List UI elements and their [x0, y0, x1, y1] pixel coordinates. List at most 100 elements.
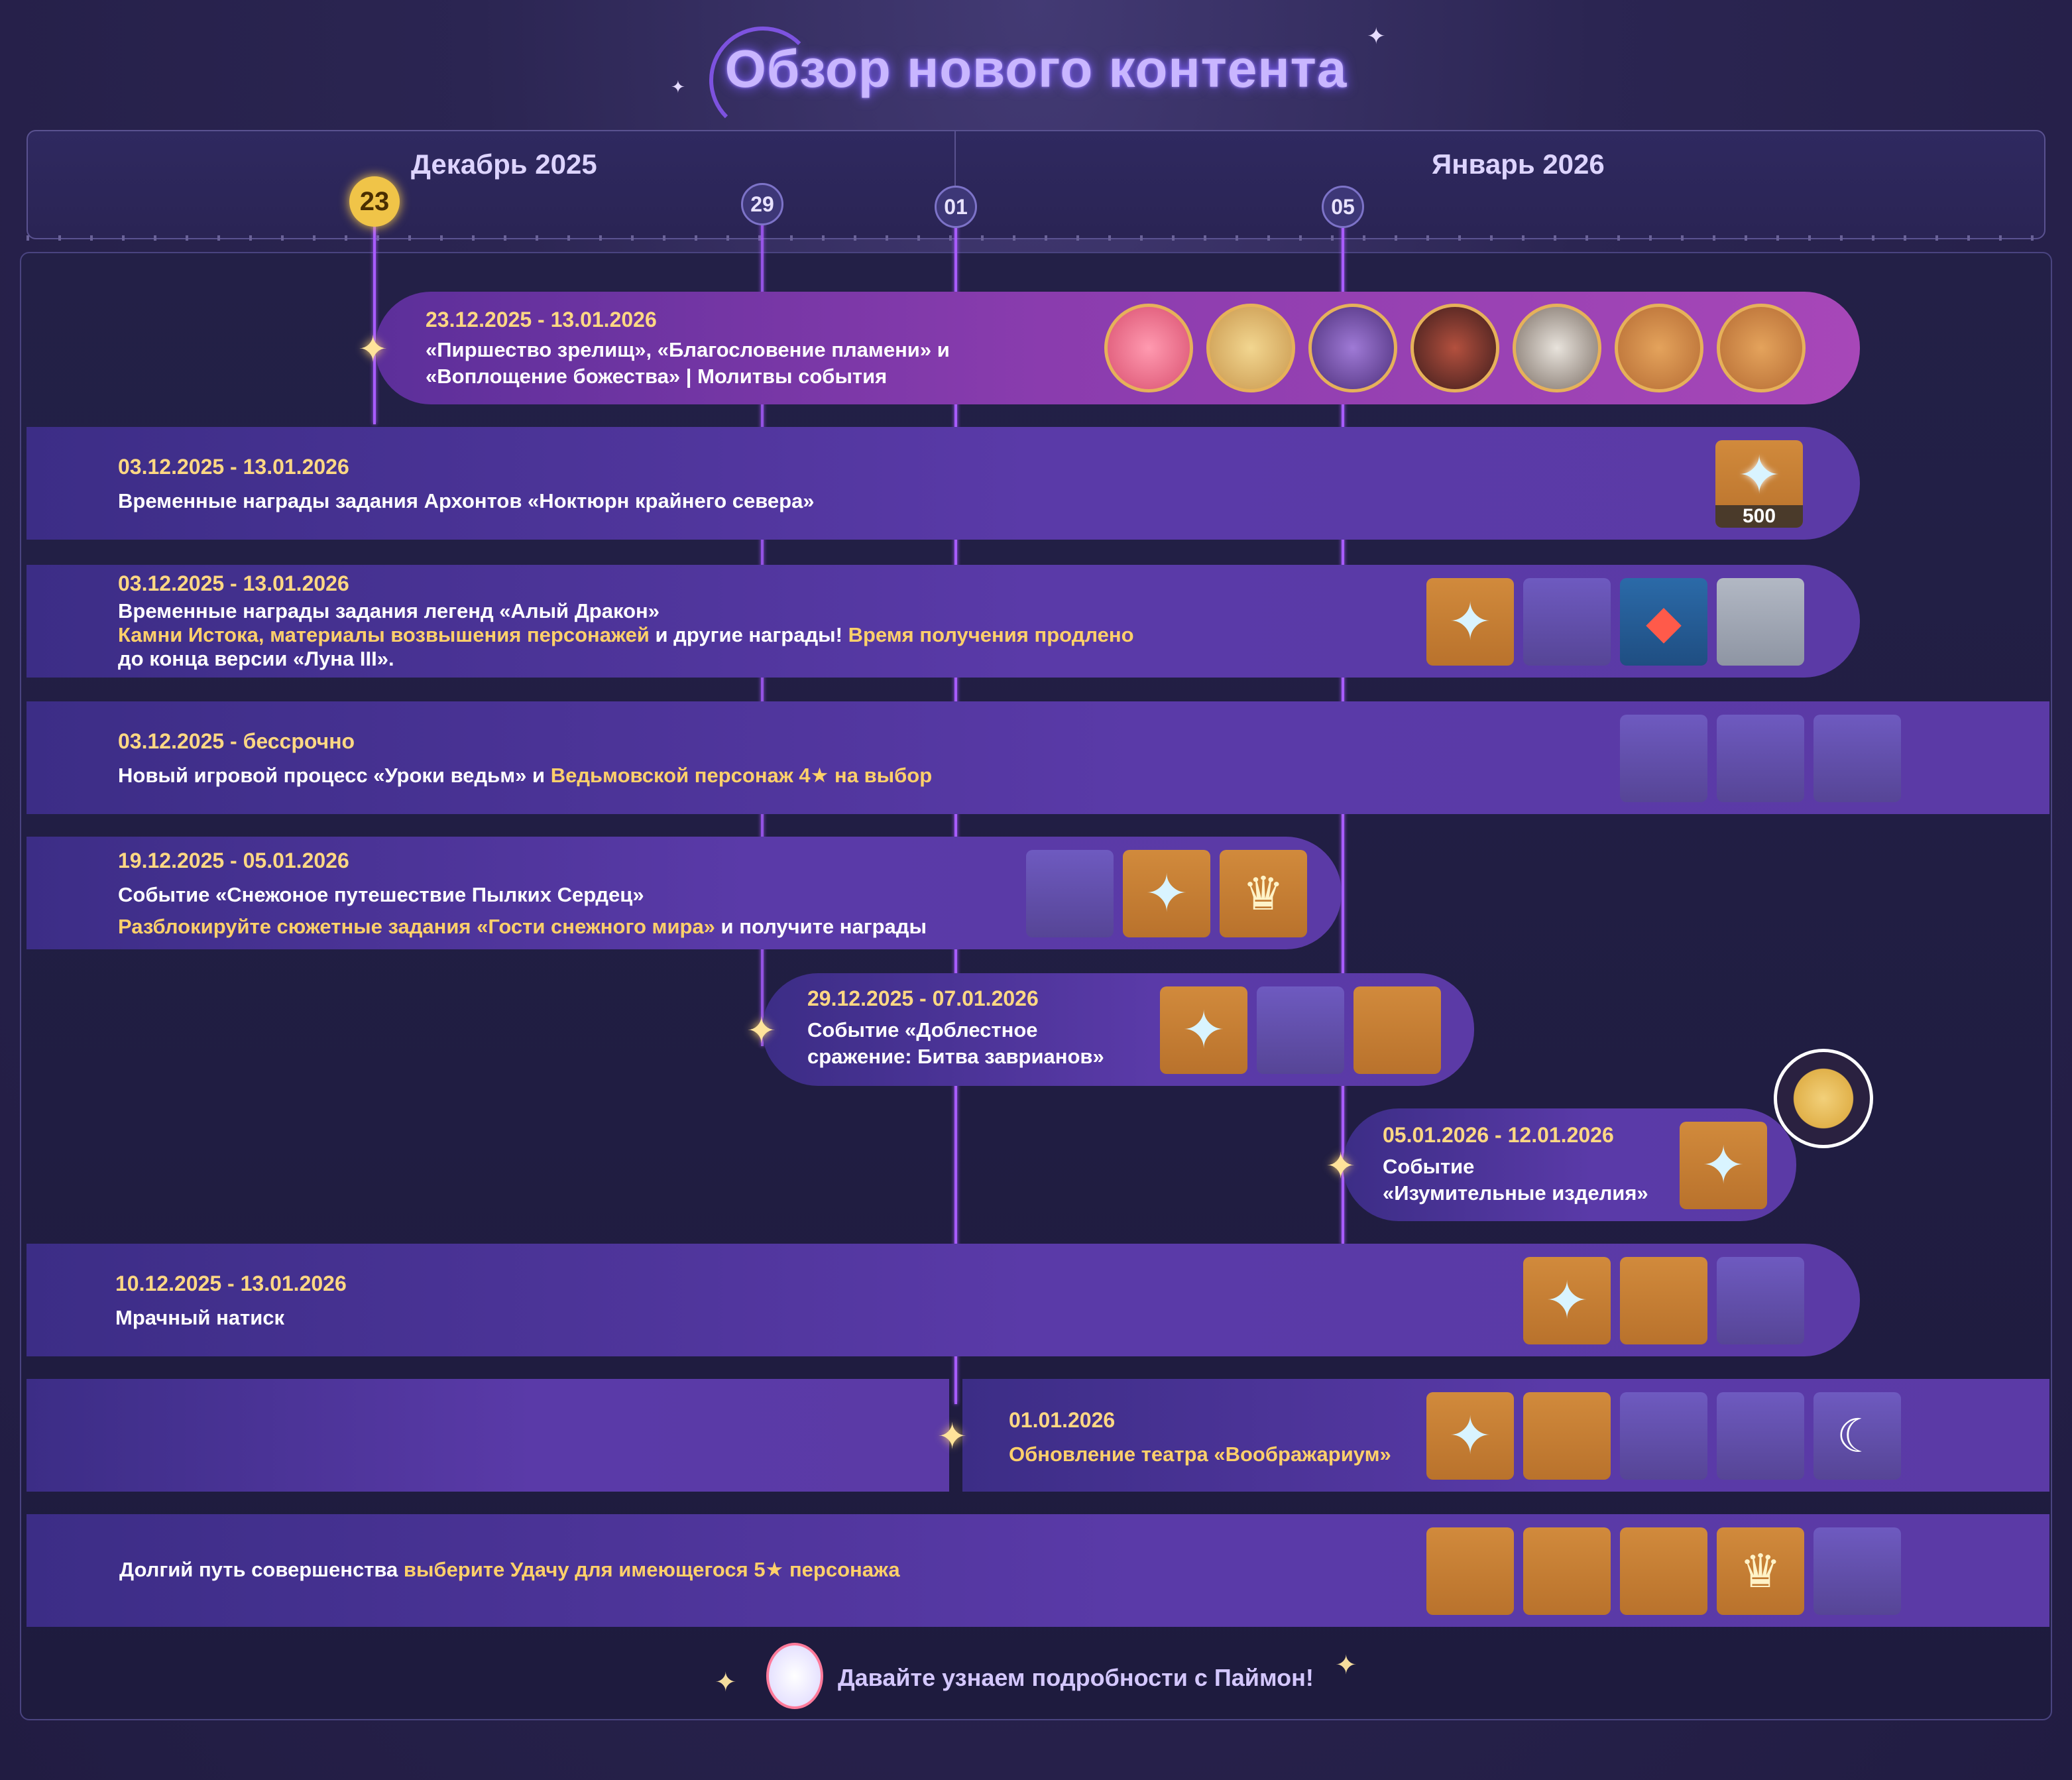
material-icon[interactable]: ◆ — [1620, 578, 1707, 666]
event-row[interactable]: Долгий путь совершенства выберите Удачу … — [27, 1514, 2049, 1627]
primogem-glyph-icon: ✦ — [1448, 592, 1492, 651]
material-icon[interactable] — [1620, 1257, 1707, 1344]
material-icon[interactable] — [1813, 1527, 1901, 1615]
highlight-text: Разблокируйте сюжетные задания «Гости сн… — [118, 915, 715, 938]
timeline-header — [27, 130, 2045, 239]
character-portrait-icon[interactable] — [1410, 304, 1499, 392]
crown-icon[interactable]: ♛ — [1717, 1527, 1804, 1615]
primogem-icon[interactable]: ✦ — [1523, 1257, 1611, 1344]
material-icon[interactable] — [1523, 1392, 1611, 1480]
event-row[interactable]: 23.12.2025 - 13.01.2026 «Пиршество зрели… — [375, 292, 1860, 404]
start-sparkle-icon: ✦ — [358, 329, 388, 369]
event-description: Обновление театра «Воображариум» — [1009, 1443, 1391, 1466]
timeline-line-23 — [373, 225, 376, 424]
event-row[interactable]: 01.01.2026 Обновление театра «Воображари… — [962, 1379, 2049, 1492]
highlight-text: Время получения продлено — [848, 623, 1134, 646]
material-icon[interactable] — [1620, 1527, 1707, 1615]
event-text-line: до конца версии «Луна III». — [118, 647, 394, 670]
event-text-line: Событие «Доблестное — [807, 1018, 1038, 1041]
material-icon[interactable] — [1426, 1527, 1514, 1615]
primogem-icon[interactable]: ✦ — [1680, 1122, 1767, 1209]
event-description: «Пиршество зрелищ», «Благословение пламе… — [426, 337, 950, 390]
moon-icon[interactable]: ☾ — [1813, 1392, 1901, 1480]
primogem-icon[interactable]: ✦ — [1426, 1392, 1514, 1480]
event-date: 03.12.2025 - 13.01.2026 — [118, 571, 349, 595]
crown-glyph-icon: ♛ — [1242, 868, 1285, 920]
date-marker: 05 — [1322, 186, 1364, 228]
character-portrait-icon[interactable] — [1513, 304, 1601, 392]
primogem-glyph-icon: ✦ — [1182, 1000, 1226, 1059]
weapon-icon[interactable] — [1717, 304, 1806, 392]
material-icon[interactable] — [1353, 986, 1441, 1074]
event-description: Долгий путь совершенства выберите Удачу … — [119, 1557, 900, 1583]
page-title: Обзор нового контента — [724, 39, 1348, 98]
primogem-glyph-icon: ✦ — [1701, 1136, 1745, 1195]
primogem-icon[interactable]: ✦ — [1123, 850, 1210, 937]
primogem-icon[interactable]: ✦ 500 — [1715, 440, 1803, 528]
event-text-line: «Изумительные изделия» — [1383, 1181, 1648, 1205]
material-icon[interactable] — [1523, 578, 1611, 666]
event-date: 03.12.2025 - 13.01.2026 — [118, 455, 349, 479]
month-divider — [954, 131, 956, 237]
event-text: и другие награды! — [649, 623, 848, 646]
event-date: 03.12.2025 - бессрочно — [118, 729, 355, 753]
event-row[interactable]: 03.12.2025 - 13.01.2026 Временные наград… — [27, 427, 1860, 540]
mascot-avatar-icon — [1774, 1049, 1873, 1148]
start-sparkle-icon: ✦ — [1326, 1146, 1356, 1186]
event-date: 10.12.2025 - 13.01.2026 — [115, 1272, 347, 1295]
character-portrait-icon[interactable] — [1620, 715, 1707, 802]
primogem-glyph-icon: ✦ — [1448, 1406, 1492, 1465]
event-row[interactable]: 03.12.2025 - 13.01.2026 Временные наград… — [27, 565, 1860, 678]
event-description: Событие «Снежоное путешествие Пылких Сер… — [118, 879, 927, 943]
event-date: 19.12.2025 - 05.01.2026 — [118, 849, 349, 872]
character-portrait-icon[interactable] — [1813, 715, 1901, 802]
highlight-text: выберите Удачу для имеющегося 5★ персона… — [403, 1558, 900, 1581]
sparkle-icon: ✦ — [671, 77, 685, 97]
date-marker: 01 — [935, 186, 977, 228]
event-text-line: Событие «Снежоное путешествие Пылких Сер… — [118, 883, 644, 906]
primogem-glyph-icon: ✦ — [1545, 1271, 1589, 1330]
event-text: Долгий путь совершенства — [119, 1558, 404, 1581]
event-description: Событие «Изумительные изделия» — [1383, 1154, 1648, 1207]
event-row[interactable]: 03.12.2025 - бессрочно Новый игровой про… — [27, 701, 2049, 814]
event-text-line: сражение: Битва заврианов» — [807, 1045, 1104, 1068]
event-row[interactable]: 29.12.2025 - 07.01.2026 Событие «Доблест… — [762, 973, 1474, 1086]
event-row[interactable]: 05.01.2026 - 12.01.2026 Событие «Изумите… — [1343, 1108, 1796, 1221]
event-description: Временные награды задания Архонтов «Нокт… — [118, 489, 815, 512]
primogem-icon[interactable]: ✦ — [1426, 578, 1514, 666]
highlight-text: Камни Истока, материалы возвышения персо… — [118, 623, 650, 646]
event-text-line: Разблокируйте сюжетные задания «Гости сн… — [118, 911, 927, 943]
character-portrait-icon[interactable] — [1308, 304, 1397, 392]
event-text: Новый игровой процесс «Уроки ведьм» и — [118, 764, 551, 787]
book-icon[interactable] — [1717, 1257, 1804, 1344]
primogem-glyph-icon: ✦ — [1737, 445, 1781, 504]
material-icon[interactable] — [1717, 578, 1804, 666]
highlight-text: Ведьмовской персонаж 4★ на выбор — [550, 764, 933, 787]
event-date: 01.01.2026 — [1009, 1408, 1116, 1432]
event-text-line: Событие — [1383, 1155, 1475, 1178]
material-icon[interactable] — [1717, 1392, 1804, 1480]
crown-icon[interactable]: ♛ — [1220, 850, 1307, 937]
weapon-icon[interactable] — [1026, 850, 1114, 937]
material-icon[interactable] — [1523, 1527, 1611, 1615]
weapon-icon[interactable] — [1615, 304, 1703, 392]
event-date: 23.12.2025 - 13.01.2026 — [426, 308, 657, 331]
start-sparkle-icon: ✦ — [937, 1417, 968, 1456]
start-sparkle-icon: ✦ — [746, 1011, 777, 1051]
event-row[interactable]: 10.12.2025 - 13.01.2026 Мрачный натиск ✦ — [27, 1244, 1860, 1356]
medal-icon[interactable] — [1620, 1392, 1707, 1480]
event-text-line: «Пиршество зрелищ», «Благословение пламе… — [426, 338, 950, 361]
event-description: Мрачный натиск — [115, 1306, 285, 1329]
primogem-icon[interactable]: ✦ — [1160, 986, 1247, 1074]
event-date: 29.12.2025 - 07.01.2026 — [807, 986, 1039, 1010]
character-portrait-icon[interactable] — [1717, 715, 1804, 802]
event-row[interactable]: 19.12.2025 - 05.01.2026 Событие «Снежоно… — [27, 837, 1342, 949]
character-portrait-icon[interactable] — [1104, 304, 1193, 392]
character-portrait-icon[interactable] — [1206, 304, 1295, 392]
footer-link[interactable]: Давайте узнаем подробности с Паймон! — [838, 1664, 1314, 1691]
moon-glyph-icon: ☾ — [1836, 1410, 1878, 1462]
event-description: Событие «Доблестное сражение: Битва завр… — [807, 1017, 1104, 1070]
book-icon[interactable] — [1257, 986, 1344, 1074]
event-description: Новый игровой процесс «Уроки ведьм» и Ве… — [118, 762, 932, 789]
month-december: Декабрь 2025 — [411, 148, 597, 180]
